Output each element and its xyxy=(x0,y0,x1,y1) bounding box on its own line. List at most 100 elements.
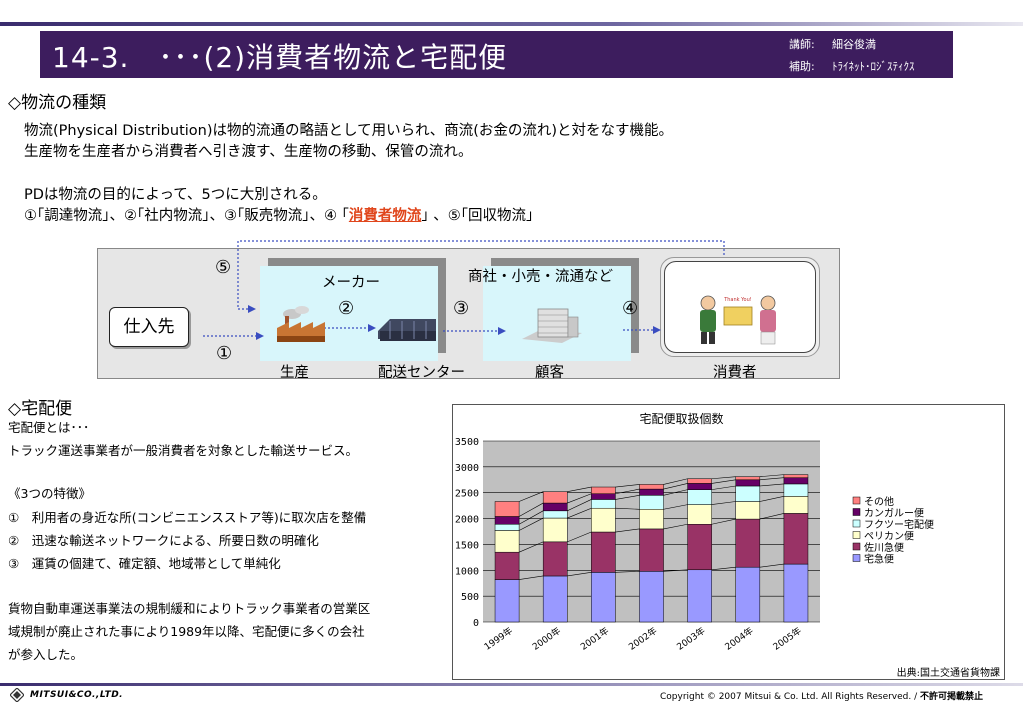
x-tick-label: 2005年 xyxy=(771,625,804,653)
y-tick-label: 2500 xyxy=(455,489,479,500)
series-connector xyxy=(711,518,736,525)
series-connector xyxy=(615,507,640,510)
y-tick-label: 3500 xyxy=(455,437,479,448)
customer-label: 顧客 xyxy=(535,365,564,381)
bar-segment xyxy=(687,489,712,505)
legend-swatch xyxy=(852,496,861,505)
bar-segment xyxy=(735,485,761,502)
bar-segment xyxy=(494,579,520,623)
warehouse-icon xyxy=(378,319,436,341)
consumer-label: 消費者 xyxy=(713,365,757,381)
assistant-name: ﾄﾗｲﾈｯﾄ･ﾛｼﾞｽﾃｨｸｽ xyxy=(832,60,915,73)
series-connector xyxy=(663,523,688,530)
bar-segment xyxy=(542,502,568,512)
bar-segment xyxy=(783,496,809,514)
series-connector xyxy=(663,504,688,510)
y-tick-label: 500 xyxy=(461,592,479,603)
bar-segment xyxy=(494,516,520,525)
logistics-classification-intro: PDは物流の目的によって、5つに大別される。 xyxy=(24,187,327,203)
bar-segment xyxy=(639,571,664,623)
company-logo-text: MITSUI&CO.,LTD. xyxy=(30,690,124,700)
distribution-center-label: 配送センター xyxy=(378,365,465,381)
deregulation-para-line1: 貨物自動車運送事業法の規制緩和によりトラック事業者の営業区 xyxy=(8,601,371,616)
feature-2: ② 迅速な輸送ネットワークによる、所要日数の明確化 xyxy=(8,533,319,548)
bar-segment xyxy=(494,524,520,531)
deregulation-para-line2: 域規制が廃止された事により1989年以降、宅配便に多くの会社 xyxy=(8,624,365,639)
bar-segment xyxy=(735,518,761,568)
series-connector xyxy=(663,489,688,496)
bar-segment xyxy=(783,474,809,478)
bar-segment xyxy=(735,501,761,520)
bar-segment xyxy=(591,486,616,494)
copyright-notice: Copyright © 2007 Mitsui & Co. Ltd. All R… xyxy=(660,689,983,702)
trader-label: 商社・小売・流通など xyxy=(468,269,613,285)
series-connector xyxy=(567,572,592,577)
step-1-number: ① xyxy=(216,343,233,364)
bar-segment xyxy=(591,572,616,623)
series-connector xyxy=(711,566,736,571)
bar-segment xyxy=(639,495,664,510)
classification-list-pre: ①｢調達物流｣、②｢社内物流｣、③｢販売物流｣、④ ｢ xyxy=(24,208,349,224)
legend-label: フクツー宅配便 xyxy=(864,518,934,531)
assistant-label: 補助: xyxy=(789,60,815,73)
bar-segment xyxy=(639,528,664,572)
title-bar xyxy=(40,31,953,78)
factory-icon xyxy=(277,306,325,342)
thank-you-text: Thank You! xyxy=(723,297,752,303)
legend-swatch xyxy=(852,508,861,516)
series-connector xyxy=(567,493,592,504)
supplier-label: 仕入先 xyxy=(123,317,175,337)
bar-segment xyxy=(639,509,664,530)
series-connector xyxy=(518,517,544,531)
legend-swatch xyxy=(852,542,861,551)
bar-segment xyxy=(687,483,712,490)
legend-label: その他 xyxy=(864,495,894,508)
x-tick-label: 2001年 xyxy=(578,625,611,653)
series-connector xyxy=(519,575,544,580)
legend-label: カンガルー便 xyxy=(864,507,924,520)
logistics-definition-line2: 生産物を生産者から消費者へ引き渡す、生産物の移動、保管の流れ。 xyxy=(24,144,473,160)
series-connector xyxy=(759,496,784,502)
bar-segment xyxy=(687,569,712,623)
supplier-box: 仕入先 xyxy=(109,307,189,347)
parcel-definition-text: トラック運送事業者が一般消費者を対象とした輸送サービス。 xyxy=(8,443,359,458)
series-connector xyxy=(663,478,688,485)
x-tick-label: 2003年 xyxy=(674,625,707,653)
page-title: 14-3. ･･･(2)消費者物流と宅配便 xyxy=(52,41,508,74)
bar-segment xyxy=(494,501,520,517)
features-title: 《3つの特徴》 xyxy=(8,486,91,501)
series-connector xyxy=(759,483,784,487)
delivery-handover-icon: Thank You! xyxy=(700,295,776,345)
mitsui-logo-icon xyxy=(10,688,24,702)
feature-1: ① 利用者の身近な所(コンビニエンスストア等)に取次店を整備 xyxy=(8,510,367,525)
series-connector xyxy=(711,485,736,490)
section-heading-parcel: ◇宅配便 xyxy=(8,399,73,419)
production-label: 生産 xyxy=(280,365,309,381)
office-building-icon xyxy=(522,308,582,343)
no-reprint-text: 不許可掲載禁止 xyxy=(920,692,984,702)
series-connector xyxy=(663,483,688,490)
chart-source: 出典:国土交通省貨物課 xyxy=(897,666,1000,679)
y-tick-label: 2000 xyxy=(455,515,479,526)
series-connector xyxy=(759,477,784,481)
logistics-flow-diagram: 仕入先 メーカー 商社・小売・流通など 生産 配送センター 顧客 消費者 ⑤ ②… xyxy=(97,240,840,381)
series-connector xyxy=(615,488,640,495)
series-connector xyxy=(567,507,592,519)
series-connector xyxy=(759,513,784,520)
y-tick-label: 1500 xyxy=(455,540,479,551)
x-tick-label: 2000年 xyxy=(530,625,563,653)
bar-segment xyxy=(542,575,568,623)
x-tick-label: 2004年 xyxy=(722,625,755,653)
step-4-number: ④ xyxy=(622,298,639,319)
bar-segment xyxy=(735,476,761,481)
top-accent-line xyxy=(0,22,1023,26)
bar-segment xyxy=(639,484,664,490)
legend-label: 佐川急便 xyxy=(864,541,904,554)
bar-segment xyxy=(639,488,664,496)
deregulation-para-line3: が参入した。 xyxy=(8,647,84,662)
copyright-text: Copyright © 2007 Mitsui & Co. Ltd. All R… xyxy=(660,692,920,702)
classification-list-post: ｣ 、⑤｢回収物流｣ xyxy=(421,208,534,224)
bar-segment xyxy=(542,491,568,504)
series-connector xyxy=(615,495,640,500)
